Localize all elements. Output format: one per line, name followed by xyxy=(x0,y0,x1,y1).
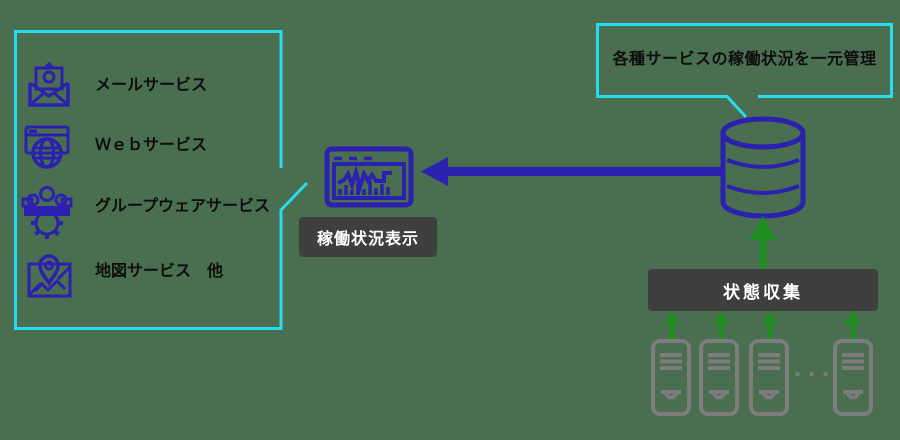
services-panel-border xyxy=(14,30,309,330)
service-label-groupware: グループウェアサービス xyxy=(95,198,271,215)
monitor-label: 稼働状況表示 xyxy=(316,231,419,248)
servers-ellipsis: ・・・ xyxy=(789,366,834,385)
collector-to-db-arrow xyxy=(750,216,776,268)
server-icon-2 xyxy=(699,339,739,416)
collector-label: 状態収集 xyxy=(723,282,803,302)
server-arrow-3 xyxy=(762,311,778,339)
mail-icon xyxy=(28,61,70,107)
callout-text: 各種サービスの稼働状況を一元管理 xyxy=(612,51,877,68)
server-arrow-1 xyxy=(664,311,680,339)
server-icon-1 xyxy=(651,339,691,416)
groupware-icon xyxy=(21,186,73,239)
service-label-mail: メールサービス xyxy=(95,77,208,94)
status-dashboard-icon xyxy=(324,146,414,208)
service-label-map: 地図サービス 他 xyxy=(95,263,224,280)
map-icon xyxy=(27,254,72,298)
server-icon-4 xyxy=(833,339,873,416)
web-icon xyxy=(24,125,70,169)
service-label-web: Ｗｅｂサービス xyxy=(95,137,208,154)
database-icon xyxy=(720,116,806,219)
server-arrow-4 xyxy=(845,311,861,339)
monitor-label-box: 稼働状況表示 xyxy=(299,217,437,257)
server-icon-3 xyxy=(749,339,789,416)
db-to-monitor-arrow xyxy=(421,157,722,186)
collector-box: 状態収集 xyxy=(648,269,878,311)
callout-bubble-border xyxy=(596,23,893,119)
callout-text-box: 各種サービスの稼働状況を一元管理 xyxy=(598,25,891,95)
server-arrow-2 xyxy=(713,311,729,339)
